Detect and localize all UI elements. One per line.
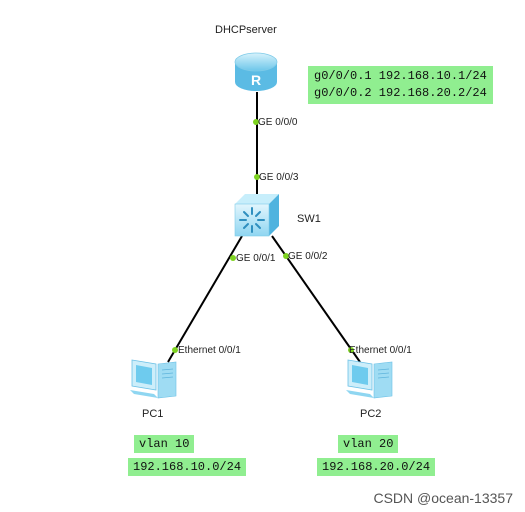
router-name: DHCPserver [215, 24, 277, 36]
pc2-subnet-note: 192.168.20.0/24 [317, 458, 436, 476]
port-dot-pc1-eth [172, 347, 178, 353]
router-icon[interactable]: R [233, 52, 279, 94]
switch-name: SW1 [297, 213, 321, 225]
pc2-vlan-note: vlan 20 [338, 435, 399, 453]
pc1-name: PC1 [142, 408, 164, 420]
port-label-switch-ge003: GE 0/0/3 [259, 172, 299, 183]
pc1-vlan-note: vlan 10 [134, 435, 195, 453]
pc1-subnet-note: 192.168.10.0/24 [128, 458, 247, 476]
svg-text:R: R [251, 72, 261, 88]
router-config-line-1: g0/0/0.1 192.168.10.1/24 [314, 69, 487, 83]
port-label-router-ge000: GE 0/0/0 [258, 117, 298, 128]
port-label-pc1-eth: Ethernet 0/0/1 [178, 345, 241, 356]
watermark: CSDN @ocean-13357 [373, 490, 513, 506]
pc2-name: PC2 [360, 408, 382, 420]
port-dot-switch-ge002 [283, 253, 289, 259]
router-config-line-2: g0/0/0.2 192.168.20.2/24 [314, 86, 487, 100]
port-dot-switch-ge003 [254, 174, 260, 180]
pc2-icon[interactable] [344, 356, 396, 400]
switch-icon[interactable] [233, 192, 281, 238]
port-label-switch-ge001: GE 0/0/1 [236, 253, 276, 264]
port-dot-router-ge000 [253, 119, 259, 125]
pc1-icon[interactable] [128, 356, 180, 400]
port-dot-pc2-eth [348, 347, 354, 353]
port-label-pc2-eth: Ethernet 0/0/1 [349, 345, 412, 356]
router-config-box: g0/0/0.1 192.168.10.1/24 g0/0/0.2 192.16… [308, 66, 493, 104]
port-dot-switch-ge001 [230, 255, 236, 261]
link-switch-pc1 [167, 235, 243, 363]
port-label-switch-ge002: GE 0/0/2 [288, 251, 328, 262]
